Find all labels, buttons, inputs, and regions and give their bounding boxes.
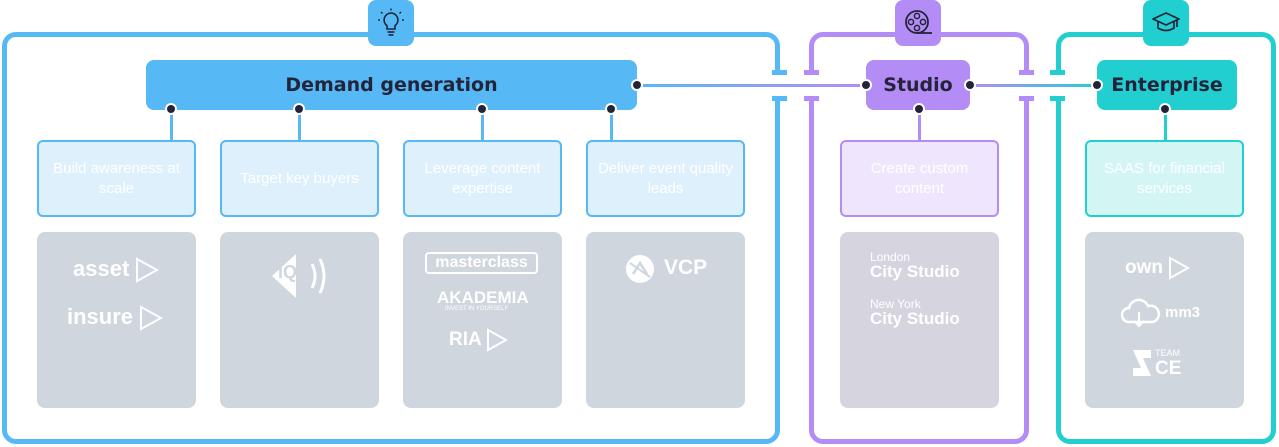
- connector-studio-enterprise: [970, 84, 1100, 87]
- stub: [1019, 70, 1034, 75]
- film-reel-icon: [895, 0, 941, 46]
- tv-play-icon: [136, 257, 160, 283]
- stub: [1050, 70, 1065, 75]
- branch-dot: [476, 103, 488, 115]
- goal-build-awareness: Build awareness at scale: [37, 140, 196, 217]
- stub: [1019, 96, 1034, 101]
- stub: [804, 70, 819, 75]
- logo-card-iq: IQ: [220, 232, 379, 408]
- team-label: TEAM: [1155, 348, 1181, 358]
- team-ce-emblem-icon: [1133, 350, 1151, 376]
- branch-dot: [165, 103, 177, 115]
- newyork-label: New York: [870, 297, 921, 311]
- akademia-tagline: INVEST IN YOURSELF: [445, 306, 509, 312]
- connector-dot: [964, 79, 976, 91]
- mm3-logo: mm3: [1165, 304, 1201, 321]
- stub: [772, 96, 787, 101]
- ce-logo: CE: [1155, 358, 1182, 379]
- tv-play-icon: [487, 328, 509, 352]
- owntv-logo: own: [1125, 256, 1191, 280]
- branch-line: [1164, 110, 1167, 142]
- goal-deliver-leads: Deliver event quality leads: [586, 140, 745, 217]
- branch-dot: [605, 103, 617, 115]
- connector-dot: [631, 79, 643, 91]
- connector-dot: [1091, 79, 1103, 91]
- stub: [1050, 96, 1065, 101]
- goal-saas: SAAS for financial services: [1085, 140, 1244, 217]
- tv-play-icon: [140, 305, 164, 331]
- iq-logo-icon: [272, 254, 326, 298]
- logo-card-vcp: VCP: [586, 232, 745, 408]
- branch-dot: [1159, 103, 1171, 115]
- graduation-cap-icon: [1143, 0, 1189, 46]
- goal-custom-content: Create custom content: [840, 140, 999, 217]
- logo-card-assettv: asset insure: [37, 232, 196, 408]
- stub: [804, 96, 819, 101]
- newyork-city-studio-logo: City Studio: [870, 309, 960, 328]
- connector-dot: [860, 79, 872, 91]
- akademia-logo: AKADEMIA: [437, 288, 529, 307]
- cloud-icon: [1121, 298, 1161, 328]
- stub: [772, 70, 787, 75]
- branch-line: [610, 110, 613, 142]
- branch-line: [298, 110, 301, 142]
- vcp-emblem-icon: [626, 255, 654, 283]
- london-label: London: [870, 250, 911, 264]
- logo-card-enterprise: own mm3 TEAM CE: [1085, 232, 1244, 408]
- branch-dot: [913, 103, 925, 115]
- vcp-logo: VCP: [664, 256, 708, 279]
- connector-demand-studio: [637, 84, 867, 87]
- branch-line: [918, 110, 921, 142]
- assettv-logo: asset: [73, 256, 160, 283]
- demand-generation-header: Demand generation: [146, 60, 637, 110]
- goal-target-buyers: Target key buyers: [220, 140, 379, 217]
- london-city-studio-logo: City Studio: [870, 262, 960, 281]
- enterprise-header: Enterprise: [1097, 60, 1237, 110]
- branch-line: [481, 110, 484, 142]
- masterclass-logo: masterclass: [425, 252, 538, 274]
- branch-dot: [293, 103, 305, 115]
- lightbulb-icon: [368, 0, 414, 46]
- goal-leverage-content: Leverage content expertise: [403, 140, 562, 217]
- branch-line: [170, 110, 173, 142]
- tv-play-icon: [1169, 256, 1191, 280]
- insuretv-logo: insure: [67, 304, 164, 331]
- logo-card-masterclass: masterclass AKADEMIA INVEST IN YOURSELF …: [403, 232, 562, 408]
- logo-card-city-studio: London City Studio New York City Studio: [840, 232, 999, 408]
- iq-logo-text: IQ: [278, 262, 298, 282]
- riatv-logo: RIA: [449, 328, 509, 352]
- studio-header: Studio: [866, 60, 970, 110]
